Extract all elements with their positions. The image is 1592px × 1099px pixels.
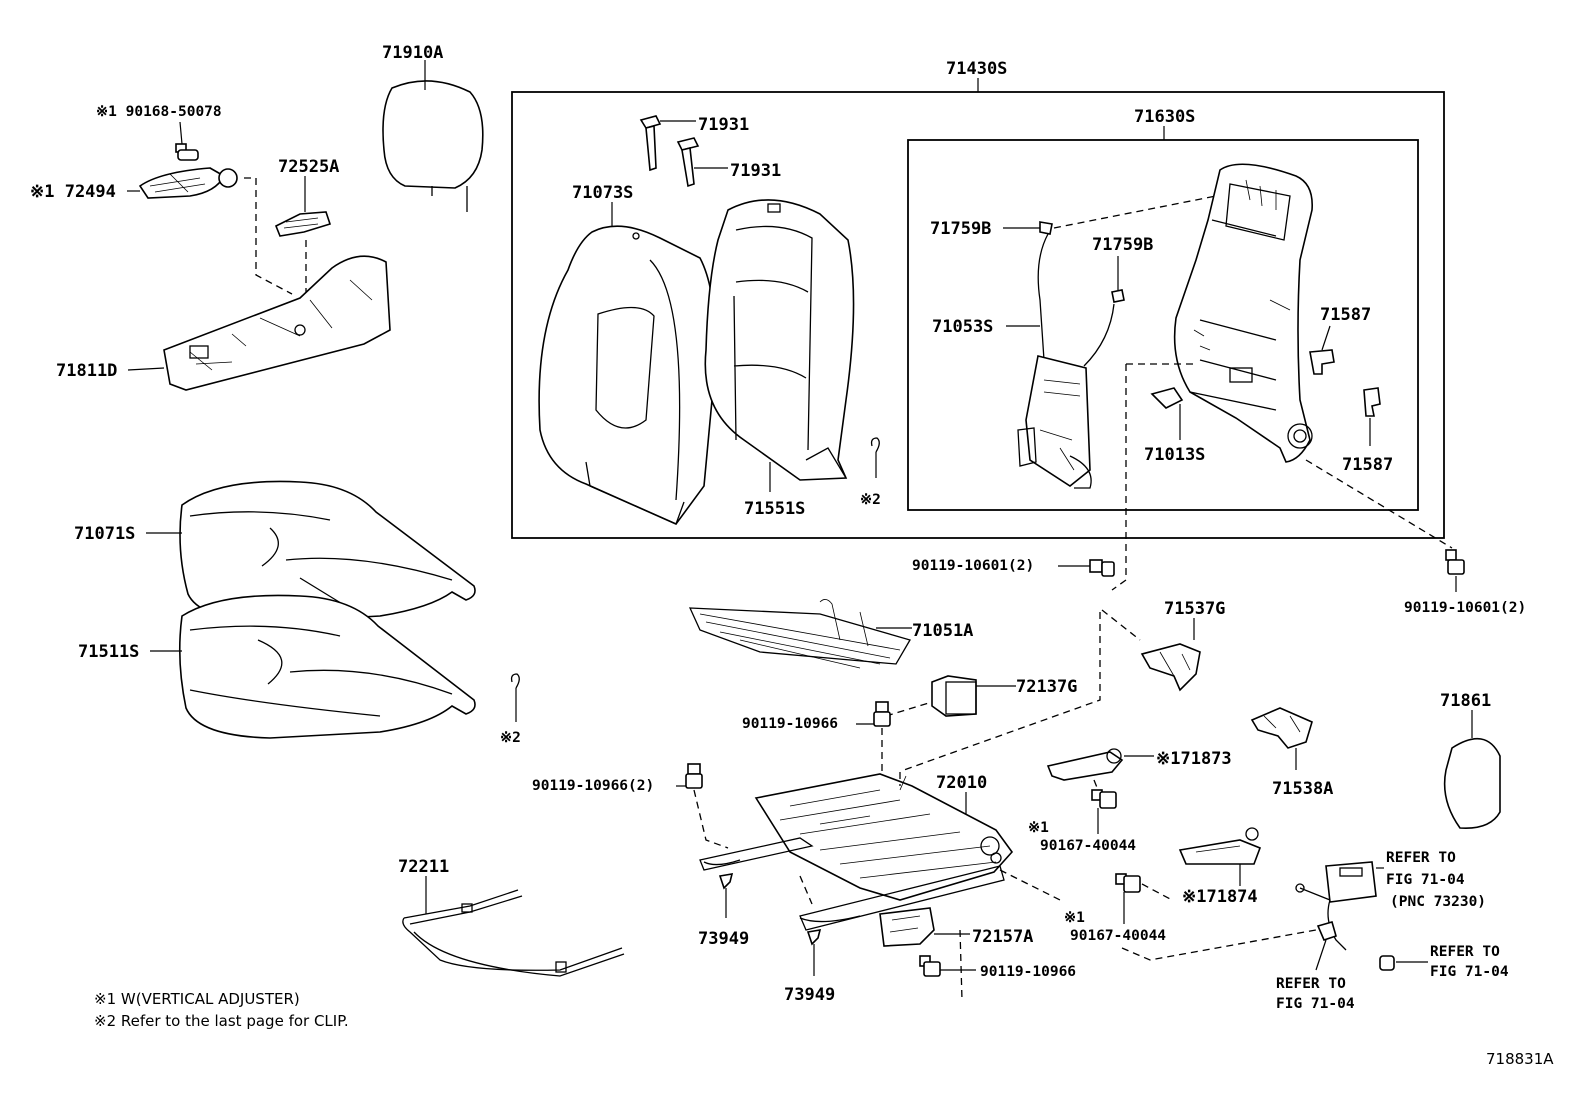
bracket-71013S[interactable]	[1150, 387, 1184, 409]
note-1: ※1 W(VERTICAL ADJUSTER)	[94, 990, 300, 1008]
label-90119-10966-bottom[interactable]: 90119-10966	[980, 964, 1076, 980]
label-72494[interactable]: ※1 72494	[30, 182, 116, 202]
clip-73949-upper[interactable]	[718, 873, 734, 890]
clip-71587-lower[interactable]	[1363, 387, 1381, 417]
label-clip2-mid[interactable]: ※2	[860, 492, 881, 508]
label-71511S[interactable]: 71511S	[78, 642, 139, 662]
cover-72157A[interactable]	[879, 907, 935, 947]
label-71931-upper[interactable]: 71931	[698, 115, 749, 135]
assembly-box-71430S	[511, 91, 1445, 539]
bolt-90119-10966-top[interactable]	[873, 701, 891, 727]
spring-71051A[interactable]	[688, 599, 911, 669]
seatback-frame[interactable]	[1173, 163, 1313, 463]
label-72525A[interactable]: 72525A	[278, 157, 339, 177]
label-90168-50078[interactable]: ※1 90168-50078	[96, 104, 222, 120]
label-90119-10601-left[interactable]: 90119-10601(2)	[912, 558, 1034, 574]
lumbar-support-71053S[interactable]	[1017, 233, 1115, 489]
label-mark1-a[interactable]: ※1	[1028, 820, 1049, 836]
bolt-90119-10966-2[interactable]	[685, 763, 703, 789]
screw-90168-50078[interactable]	[175, 143, 199, 161]
lever-71874[interactable]	[1178, 827, 1262, 865]
label-71630S[interactable]: 71630S	[1134, 107, 1195, 127]
label-71538A[interactable]: 71538A	[1272, 779, 1333, 799]
knob-72494[interactable]	[138, 167, 238, 199]
label-mark1-b[interactable]: ※1	[1064, 910, 1085, 926]
cushion-cover-71071S[interactable]	[179, 480, 476, 623]
wire-72211[interactable]	[402, 889, 625, 977]
ref3-line2[interactable]: FIG 71-04	[1276, 996, 1355, 1012]
label-71910A[interactable]: 71910A	[382, 43, 443, 63]
label-71587-lower[interactable]: 71587	[1342, 455, 1393, 475]
label-90119-10601-right[interactable]: 90119-10601(2)	[1404, 600, 1526, 616]
label-72137G[interactable]: 72137G	[1016, 677, 1077, 697]
label-71873[interactable]: ※171873	[1156, 749, 1232, 769]
label-71013S[interactable]: 71013S	[1144, 445, 1205, 465]
label-72211[interactable]: 72211	[398, 857, 449, 877]
nut-ref-2[interactable]	[1379, 955, 1395, 971]
label-71931-lower[interactable]: 71931	[730, 161, 781, 181]
clip-71759B-left[interactable]	[1039, 221, 1053, 235]
ref1-line1[interactable]: REFER TO	[1386, 850, 1456, 866]
figure-id: 718831A	[1486, 1050, 1554, 1068]
bolt-90119-10966-bottom[interactable]	[919, 955, 941, 977]
label-71551S[interactable]: 71551S	[744, 499, 805, 519]
bolt-90167-40044-b[interactable]	[1115, 873, 1141, 893]
cover-72137G[interactable]	[931, 675, 977, 717]
label-90167-40044-b[interactable]: 90167-40044	[1070, 928, 1166, 944]
lever-71873[interactable]	[1046, 748, 1124, 781]
back-cover-71073S[interactable]	[538, 225, 716, 525]
clip-71759B-right[interactable]	[1111, 289, 1125, 303]
label-71759B-right[interactable]: 71759B	[1092, 235, 1153, 255]
note-2: ※2 Refer to the last page for CLIP.	[94, 1012, 349, 1030]
bracket-71537G[interactable]	[1140, 643, 1201, 692]
label-71861[interactable]: 71861	[1440, 691, 1491, 711]
label-71759B-left[interactable]: 71759B	[930, 219, 991, 239]
clip-mid	[870, 437, 880, 453]
headrest-71910A[interactable]	[382, 80, 484, 212]
label-71430S[interactable]: 71430S	[946, 59, 1007, 79]
cover-72525A[interactable]	[274, 211, 332, 237]
cover-71861[interactable]	[1443, 737, 1501, 829]
label-72010[interactable]: 72010	[936, 773, 987, 793]
cushion-pad-71511S[interactable]	[178, 594, 476, 739]
label-71071S[interactable]: 71071S	[74, 524, 135, 544]
seat-adjuster-72010[interactable]	[699, 773, 1014, 931]
label-71587-upper[interactable]: 71587	[1320, 305, 1371, 325]
label-71073S[interactable]: 71073S	[572, 183, 633, 203]
bolt-90119-10601-left[interactable]	[1089, 559, 1115, 577]
ref1-line2[interactable]: FIG 71-04	[1386, 872, 1465, 888]
label-90167-40044-a[interactable]: 90167-40044	[1040, 838, 1136, 854]
ref1-line3[interactable]: (PNC 73230)	[1390, 894, 1486, 910]
bolt-90119-10601-right[interactable]	[1445, 549, 1465, 575]
label-71811D[interactable]: 71811D	[56, 361, 117, 381]
label-71051A[interactable]: 71051A	[912, 621, 973, 641]
assembly-box-71630S	[907, 139, 1419, 511]
ref3-line1[interactable]: REFER TO	[1276, 976, 1346, 992]
label-90119-10966-2[interactable]: 90119-10966(2)	[532, 778, 654, 794]
label-71874[interactable]: ※171874	[1182, 887, 1258, 907]
pin-71931-upper[interactable]	[639, 115, 662, 172]
ref2-line1[interactable]: REFER TO	[1430, 944, 1500, 960]
label-72157A[interactable]: 72157A	[972, 927, 1033, 947]
label-73949-upper[interactable]: 73949	[698, 929, 749, 949]
shield-71811D[interactable]	[163, 255, 391, 391]
label-71537G[interactable]: 71537G	[1164, 599, 1225, 619]
label-clip2-left[interactable]: ※2	[500, 730, 521, 746]
pin-71931-lower[interactable]	[676, 137, 700, 188]
label-71053S[interactable]: 71053S	[932, 317, 993, 337]
back-pad-71551S[interactable]	[704, 199, 855, 481]
label-90119-10966-top[interactable]: 90119-10966	[742, 716, 838, 732]
clip-73949-lower[interactable]	[806, 929, 822, 946]
clip-left	[510, 673, 520, 689]
ref2-line2[interactable]: FIG 71-04	[1430, 964, 1509, 980]
clip-71587-upper[interactable]	[1309, 349, 1335, 375]
seat-belt-buckle[interactable]	[1295, 861, 1377, 951]
bracket-71538A[interactable]	[1250, 707, 1313, 749]
label-73949-lower[interactable]: 73949	[784, 985, 835, 1005]
bolt-90167-40044-a[interactable]	[1091, 789, 1117, 809]
